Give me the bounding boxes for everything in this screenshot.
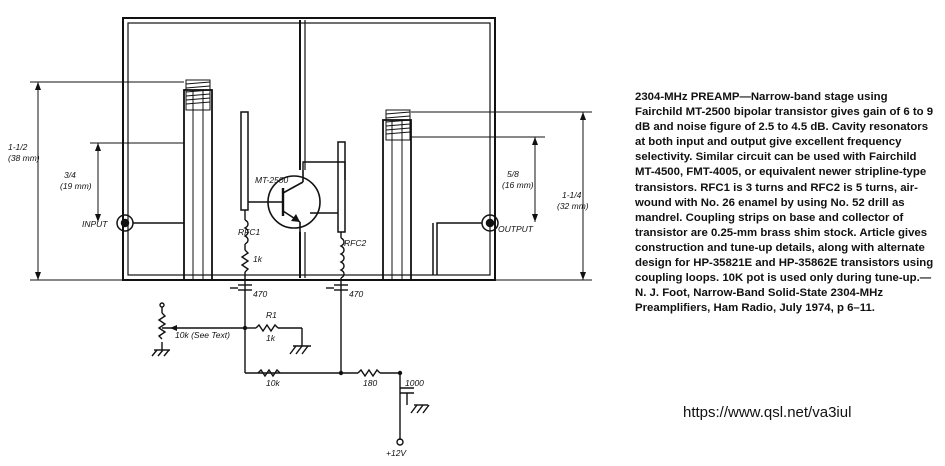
r1-label: R1 — [266, 310, 277, 320]
supply-terminal — [396, 438, 404, 446]
rfc1-res-label: 1k — [253, 254, 263, 264]
dim-input-label: 3/4 — [64, 170, 76, 180]
r180-resistor — [357, 368, 381, 378]
dim-output-mm-label: (16 mm) — [502, 180, 534, 190]
output-connector — [432, 214, 499, 275]
r10k-resistor — [257, 368, 281, 378]
caption: 2304-MHz PREAMP—Narrow-band stage using … — [635, 90, 935, 316]
r1-resistor — [255, 323, 279, 333]
cap1-label: 470 — [253, 289, 267, 299]
dim-left-mm-label: (38 mm) — [8, 153, 40, 163]
r10k-label: 10k — [266, 378, 280, 388]
dim-output-label: 5/8 — [507, 169, 519, 179]
transistor-label: MT-2500 — [255, 175, 289, 185]
supply-label: +12V — [386, 448, 407, 458]
input-coupling-strip — [240, 111, 249, 211]
cap2-label: 470 — [349, 289, 363, 299]
output-tuning-screw — [385, 109, 411, 141]
schematic-diagram: 1-1/2 (38 mm) 3/4 (19 mm) 5/8 (16 mm) 1-… — [8, 17, 592, 458]
input-connector — [116, 214, 184, 232]
rfc1-resistor — [240, 249, 250, 273]
dim-input-mm-label: (19 mm) — [60, 181, 92, 191]
cavity-box — [122, 17, 496, 281]
output-coupling-strip — [337, 141, 346, 233]
output-label: OUTPUT — [498, 224, 534, 234]
rfc1-coil — [243, 219, 249, 245]
c1000-label: 1000 — [405, 378, 424, 388]
dim-right-label: 1-1/4 — [562, 190, 582, 200]
dim-right-mm-label: (32 mm) — [557, 201, 589, 211]
input-tuning-screw — [185, 79, 211, 111]
pot-label: 10k (See Text) — [175, 330, 230, 340]
caption-text: 2304-MHz PREAMP—Narrow-band stage using … — [635, 91, 934, 315]
r1-value-label: 1k — [266, 333, 276, 343]
transistor-symbol — [248, 161, 346, 232]
source-url: https://www.qsl.net/va3iul — [683, 404, 852, 421]
output-resonator — [382, 109, 412, 281]
rfc2-coil — [339, 237, 345, 279]
cavity-box-inner — [127, 22, 491, 276]
input-resonator — [183, 79, 213, 281]
pot-10k — [151, 302, 245, 357]
rfc2-label: RFC2 — [344, 238, 366, 248]
c1000-capacitor — [400, 387, 414, 394]
input-label: INPUT — [82, 219, 108, 229]
rfc1-label: RFC1 — [238, 227, 260, 237]
dim-left-label: 1-1/2 — [8, 142, 28, 152]
r180-label: 180 — [363, 378, 377, 388]
